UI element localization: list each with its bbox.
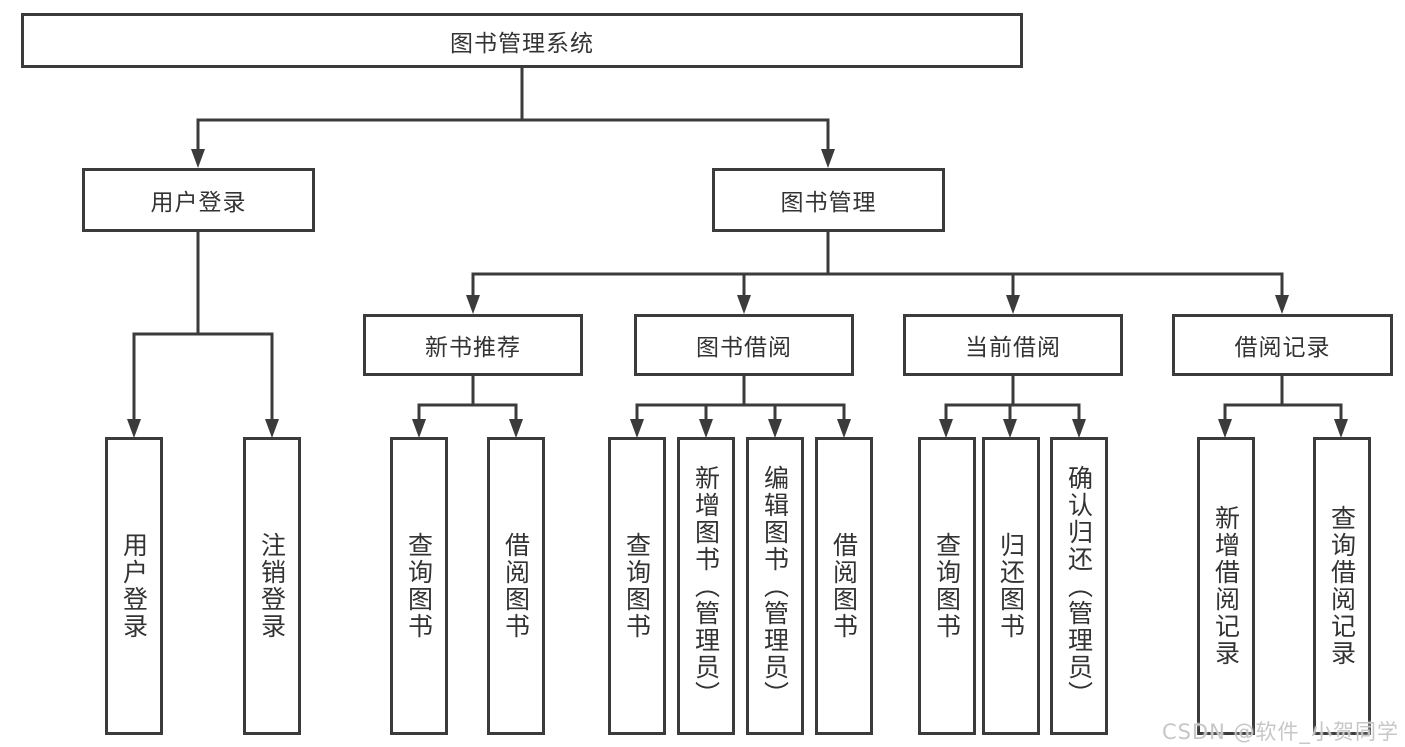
connector-mgmt-to-level3 xyxy=(471,230,1284,301)
arrowhead-icon xyxy=(1072,419,1086,438)
arrowhead-icon xyxy=(737,295,751,314)
connector-current-to-leaves xyxy=(944,374,1081,425)
leaf-borrow-borrow-books: 借阅图书 xyxy=(815,437,873,735)
leaf-logout: 注销登录 xyxy=(243,437,301,735)
node-root-system: 图书管理系统 xyxy=(21,13,1023,68)
arrowhead-icon xyxy=(412,419,426,438)
arrowhead-icon xyxy=(509,419,523,438)
node-user-login: 用户登录 xyxy=(82,168,315,232)
connector-userlogin-to-leaves xyxy=(132,230,274,425)
node-book-borrow: 图书借阅 xyxy=(634,314,854,376)
connector-borrow-to-leaves xyxy=(635,374,846,425)
arrowhead-icon xyxy=(127,419,141,438)
leaf-records-add-record: 新增借阅记录 xyxy=(1197,437,1255,735)
arrowhead-icon xyxy=(1275,295,1289,314)
node-current-borrow: 当前借阅 xyxy=(903,314,1123,376)
node-borrow-records: 借阅记录 xyxy=(1172,314,1393,376)
arrowhead-icon xyxy=(191,149,205,168)
arrowhead-icon xyxy=(265,419,279,438)
arrowhead-icon xyxy=(939,419,953,438)
node-new-book-recommend: 新书推荐 xyxy=(363,314,583,376)
leaf-newrec-borrow-books: 借阅图书 xyxy=(487,437,545,735)
leaf-current-return-books: 归还图书 xyxy=(982,437,1040,735)
leaf-user-login: 用户登录 xyxy=(105,437,163,735)
arrowhead-icon xyxy=(466,295,480,314)
arrowhead-icon xyxy=(630,419,644,438)
leaf-current-query-books: 查询图书 xyxy=(918,437,976,735)
connector-newrec-to-leaves xyxy=(417,374,518,425)
leaf-borrow-add-books-admin: 新增图书（管理员） xyxy=(677,437,735,735)
arrowhead-icon xyxy=(1003,419,1017,438)
arrowhead-icon xyxy=(768,419,782,438)
leaf-borrow-edit-books-admin: 编辑图书（管理员） xyxy=(746,437,804,735)
watermark: CSDN @软件_小贺同学 xyxy=(1161,720,1399,744)
node-book-management: 图书管理 xyxy=(712,168,945,232)
arrowhead-icon xyxy=(1334,419,1348,438)
leaf-newrec-query-books: 查询图书 xyxy=(390,437,448,735)
arrowhead-icon xyxy=(1006,295,1020,314)
arrowhead-icon xyxy=(821,149,835,168)
arrowhead-icon xyxy=(837,419,851,438)
leaf-current-confirm-return-admin: 确认归还（管理员） xyxy=(1050,437,1108,735)
arrowhead-icon xyxy=(1218,419,1232,438)
leaf-borrow-query-books: 查询图书 xyxy=(608,437,666,735)
connector-records-to-leaves xyxy=(1223,374,1343,425)
connector-root-to-level2 xyxy=(196,66,830,155)
leaf-records-query-record: 查询借阅记录 xyxy=(1313,437,1371,735)
arrowhead-icon xyxy=(699,419,713,438)
